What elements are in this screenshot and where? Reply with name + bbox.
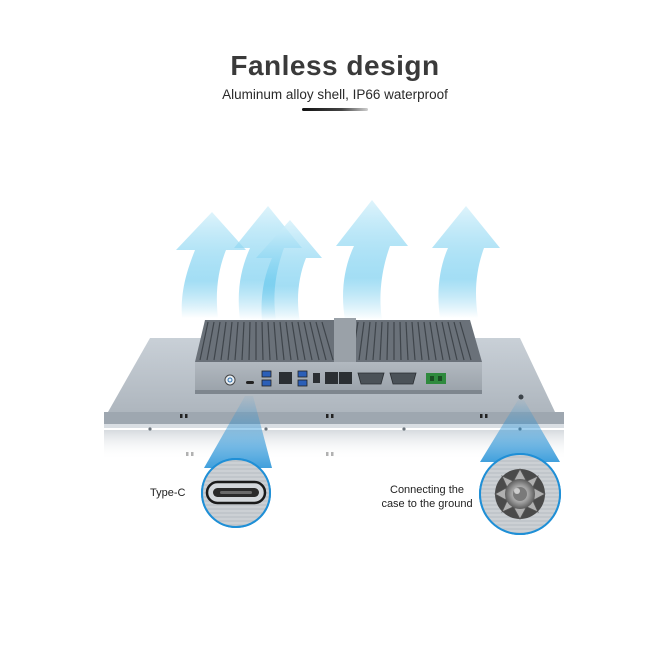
airflow-arrows	[176, 200, 500, 322]
usb-port-icon	[297, 370, 308, 387]
power-connector-icon	[426, 373, 446, 384]
type-c-callout	[201, 396, 272, 528]
grounding-screw-icon	[494, 468, 546, 520]
grounding-label-line2: case to the ground	[381, 498, 473, 510]
power-button-icon	[224, 374, 236, 386]
grounding-label: Connecting the case to the ground	[372, 483, 482, 511]
title-underline	[302, 108, 368, 111]
grounding-callout	[479, 400, 561, 535]
page-title: Fanless design	[230, 50, 440, 81]
io-ports	[224, 370, 446, 387]
type-c-label: Type-C	[150, 487, 186, 499]
usb-type-c-port-icon	[246, 381, 254, 384]
airflow-arrow-icon	[256, 220, 322, 322]
airflow-arrow-icon	[336, 200, 408, 320]
ethernet-port-icon	[279, 372, 352, 384]
serial-port-icon	[357, 372, 417, 385]
usb-port-icon	[261, 370, 272, 387]
airflow-arrow-icon	[432, 206, 500, 318]
airflow-arrow-icon	[176, 212, 246, 318]
page-subtitle: Aluminum alloy shell, IP66 waterproof	[222, 87, 448, 102]
hdmi-port-icon	[313, 373, 320, 383]
grounding-label-line1: Connecting the	[390, 484, 464, 496]
